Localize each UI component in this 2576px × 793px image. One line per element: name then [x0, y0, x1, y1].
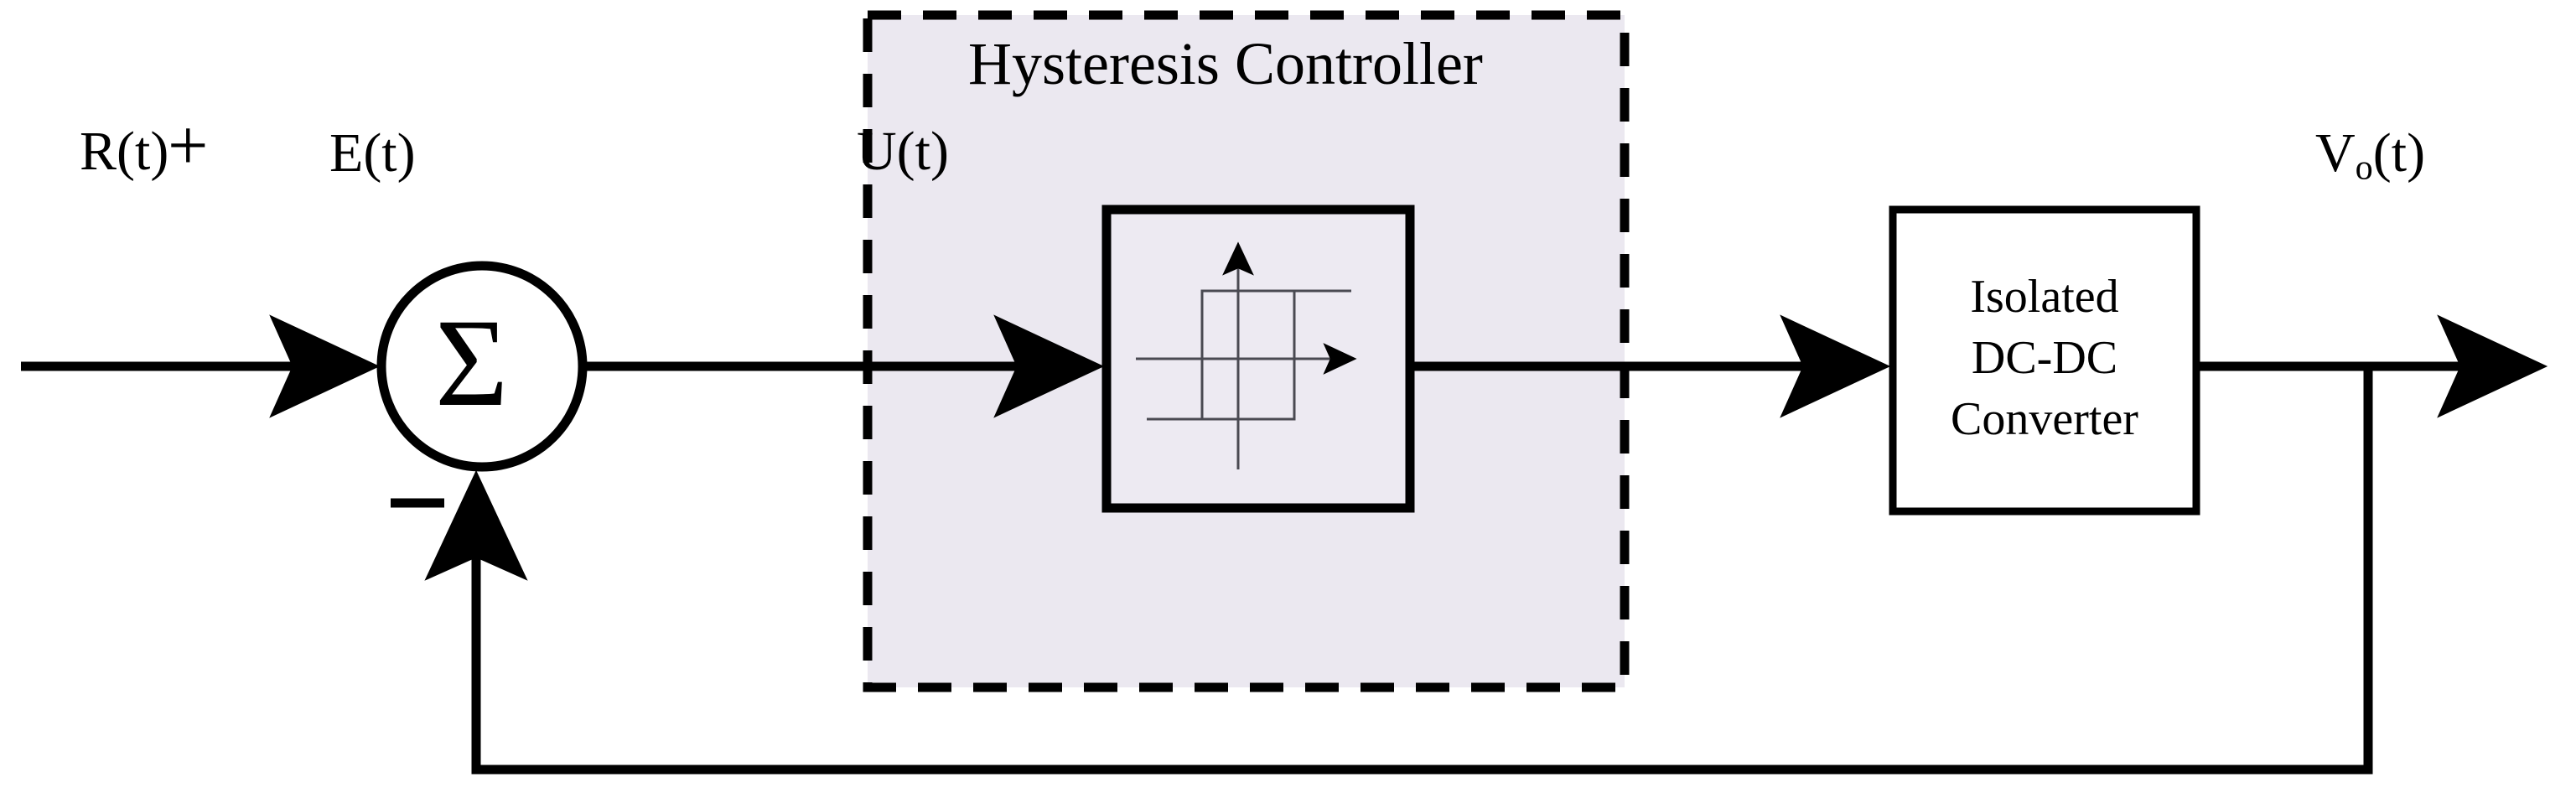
isolated-dcdc-converter-block	[1889, 205, 2200, 516]
sigma-summation-symbol: Σ	[435, 293, 509, 433]
converter-label-line-1: Isolated	[1970, 271, 2119, 323]
converter-block-label: Isolated DC-DC Converter	[1893, 267, 2196, 449]
output-signal-main: V	[2315, 122, 2356, 184]
reference-signal-label: R(t)	[80, 121, 169, 182]
hysteresis-loop-curve	[1147, 289, 1351, 421]
converter-label-line-3: Converter	[1951, 392, 2138, 445]
output-signal-tail: (t)	[2372, 122, 2426, 184]
plus-sign-label: +	[168, 105, 209, 185]
control-signal-label: U(t)	[857, 121, 949, 182]
output-signal-subscript: o	[2355, 148, 2373, 188]
output-signal-label: Vo(t)	[2315, 126, 2425, 186]
hysteresis-controller-title: Hysteresis Controller	[968, 30, 1483, 97]
error-signal-label: E(t)	[329, 122, 416, 184]
feedback-path-line	[424, 366, 2373, 775]
converter-label-line-2: DC-DC	[1971, 331, 2118, 384]
